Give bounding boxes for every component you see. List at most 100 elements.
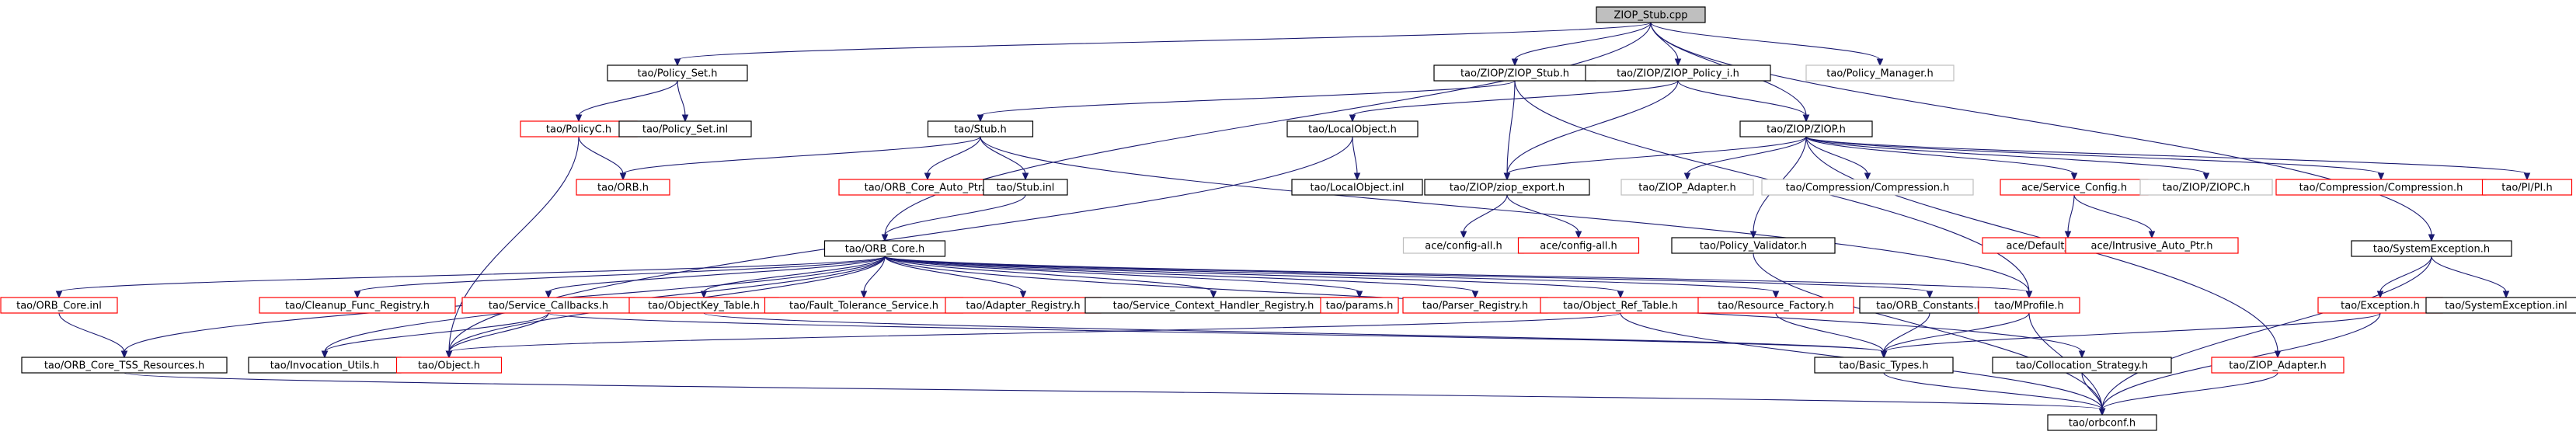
node-label: tao/Compression/Compression.h [2299, 183, 2463, 194]
node-policy-manager-h[interactable]: tao/Policy_Manager.h [1805, 64, 1955, 82]
node-localobject-inl[interactable]: tao/LocalObject.inl [1291, 179, 1423, 196]
node-stub-h[interactable]: tao/Stub.h [927, 120, 1034, 137]
edge-ziop_h-to-pi_h [1805, 136, 2531, 181]
edge-object_ref_table_h-to-object_h [445, 312, 1621, 359]
edge-service_callbacks_h-to-invocation_utils_h [321, 312, 549, 359]
node-objectkey-table-h[interactable]: tao/ObjectKey_Table.h [628, 297, 779, 314]
node-stub-cpp[interactable]: ZIOP_Stub.cpp [1596, 6, 1706, 23]
node-ziop-export-h[interactable]: tao/ZIOP/ziop_export.h [1424, 179, 1590, 196]
nodes-layer: ZIOP_Stub.cpp tao/Policy_Set.h tao/PolicyC… [0, 6, 2576, 431]
node-label: tao/Adapter_Registry.h [966, 301, 1080, 312]
node-system-exception-inl[interactable]: tao/SystemException.inl [2425, 297, 2576, 314]
arrowhead-icon [2070, 172, 2078, 181]
node-orb-h[interactable]: tao/ORB.h [576, 179, 670, 196]
node-intrusive-auto-ptr-h[interactable]: ace/Intrusive_Auto_Ptr.h [2065, 237, 2239, 254]
node-policy-set-inl[interactable]: tao/Policy_Set.inl [618, 120, 752, 137]
node-stub-inl[interactable]: tao/Stub.inl [983, 179, 1068, 196]
node-ziop-h[interactable]: tao/ZIOP/ZIOP.h [1739, 120, 1873, 137]
edge-ziop_h-to-ziop_adapter_h_gray [1683, 136, 1807, 181]
node-label: tao/ZIOP/ZIOP.h [1767, 124, 1846, 136]
edge-ziop_stub_h-to-stub_h [976, 80, 1516, 123]
node-parser-registry-h[interactable]: tao/Parser_Registry.h [1402, 297, 1548, 314]
node-policy-set-h[interactable]: tao/Policy_Set.h [607, 64, 748, 82]
node-label: tao/Service_Context_Handler_Registry.h [1113, 301, 1314, 312]
node-service-context-handler-registry-h[interactable]: tao/Service_Context_Handler_Registry.h [1084, 297, 1342, 314]
node-policy-validator-h[interactable]: tao/Policy_Validator.h [1671, 237, 1836, 254]
arrowhead-icon [1210, 291, 1217, 299]
node-config-all-red[interactable]: ace/config-all.h [1517, 237, 1640, 254]
node-basic-types-h[interactable]: tao/Basic_Types.h [1814, 357, 1954, 374]
arrowhead-icon [1674, 58, 1682, 67]
node-label: tao/ORB_Core.inl [16, 301, 102, 312]
node-label: tao/LocalObject.h [1308, 124, 1397, 136]
arrowhead-icon [1575, 231, 1582, 239]
node-ziop-stub-h[interactable]: tao/ZIOP/ZIOP_Stub.h [1433, 64, 1596, 82]
node-service-config-h[interactable]: ace/Service_Config.h [2000, 179, 2149, 196]
node-label: tao/Basic_Types.h [1839, 360, 1928, 372]
edge-system_exception_h-to-exception_h [2376, 256, 2432, 299]
node-config-all-gray[interactable]: ace/config-all.h [1402, 237, 1525, 254]
edge-ziop_export_h-to-config_all_red [1506, 194, 1582, 239]
node-orb-core-auto-ptr-h[interactable]: tao/ORB_Core_Auto_Ptr.h [838, 179, 1017, 196]
node-mprofile-h[interactable]: tao/MProfile.h [1978, 297, 2080, 314]
edge-stub_h-to-orb_core_auto_ptr_h [924, 136, 981, 181]
edge-ziop_h-to-ziopc_h [1805, 136, 2210, 181]
node-adapter-registry-h[interactable]: tao/Adapter_Registry.h [945, 297, 1102, 314]
node-collocation-strategy-h[interactable]: tao/Collocation_Strategy.h [1992, 357, 2172, 374]
node-service-callbacks-h[interactable]: tao/Service_Callbacks.h [461, 297, 635, 314]
edge-orb_core_inl-to-orb_core_tss_resources_h [58, 312, 128, 359]
node-params-h[interactable]: tao/params.h [1320, 297, 1399, 314]
node-label: ZIOP_Stub.cpp [1614, 10, 1688, 22]
edge-stub_cpp-to-policy_set_h [674, 22, 1652, 67]
node-pi-h[interactable]: tao/PI/PI.h [2481, 179, 2573, 196]
arrowhead-icon [2148, 231, 2156, 239]
node-orbconf-h[interactable]: tao/orbconf.h [2047, 414, 2157, 431]
node-box [1585, 64, 1771, 82]
arrowhead-icon [681, 114, 689, 123]
node-ziopc-h[interactable]: tao/ZIOP/ZIOPC.h [2139, 179, 2273, 196]
node-ziop-adapter-h-red[interactable]: tao/ZIOP_Adapter.h [2211, 357, 2345, 374]
node-invocation-utils-h[interactable]: tao/Invocation_Utils.h [248, 357, 402, 374]
edge-orb_core_tss_resources_h-to-orbconf_h [124, 372, 2106, 416]
node-box [1761, 179, 1974, 196]
node-localobject-h[interactable]: tao/LocalObject.h [1286, 120, 1419, 137]
node-box [0, 297, 118, 314]
node-box [1978, 297, 2080, 314]
arrowhead-icon [445, 350, 453, 359]
node-label: tao/Parser_Registry.h [1422, 301, 1528, 312]
node-orb-core-tss-resources-h[interactable]: tao/ORB_Core_TSS_Resources.h [21, 357, 228, 374]
arrowhead-icon [674, 58, 681, 67]
node-label: tao/Resource_Factory.h [1718, 301, 1834, 312]
edge-orb_core_h-to-params_h [884, 256, 1363, 299]
node-object-h[interactable]: tao/Object.h [395, 357, 503, 374]
node-label: tao/MProfile.h [1994, 301, 2063, 312]
node-compression-red[interactable]: tao/Compression/Compression.h [2275, 179, 2487, 196]
arrowhead-icon [2502, 291, 2510, 299]
arrowhead-icon [1864, 172, 1871, 181]
edge-policy_validator_h-to-orbconf_h [1753, 252, 2106, 416]
edge-localobject_h-to-localobject_inl [1352, 136, 1361, 181]
node-orb-constants-h[interactable]: tao/ORB_Constants.h [1859, 297, 2000, 314]
node-object-ref-table-h[interactable]: tao/Object_Ref_Table.h [1540, 297, 1701, 314]
node-orb-core-inl[interactable]: tao/ORB_Core.inl [0, 297, 118, 314]
node-fault-tolerance-service-h[interactable]: tao/Fault_Tolerance_Service.h [764, 297, 964, 314]
arrowhead-icon [1353, 172, 1361, 181]
node-box [395, 357, 503, 374]
node-compression-gray[interactable]: tao/Compression/Compression.h [1761, 179, 1974, 196]
node-policyc-h[interactable]: tao/PolicyC.h [520, 120, 638, 137]
edge-policyc_h-to-orb_h [578, 136, 627, 181]
node-exception-h[interactable]: tao/Exception.h [2317, 297, 2443, 314]
node-ziop-policy-i-h[interactable]: tao/ZIOP/ZIOP_Policy_i.h [1585, 64, 1771, 82]
node-cleanup-func-registry-h[interactable]: tao/Cleanup_Func_Registry.h [259, 297, 456, 314]
edges-layer [55, 22, 2531, 416]
node-orb-core-h[interactable]: tao/ORB_Core.h [823, 240, 946, 257]
edge-ziop_stub_h-to-ziop_export_h [1503, 80, 1516, 181]
edge-policy_set_h-to-policy_set_inl [677, 80, 689, 123]
arrowhead-icon [1471, 291, 1479, 299]
node-box [1620, 179, 1754, 196]
edge-orb_core_h-to-object_ref_table_h [884, 256, 1624, 299]
node-ziop-adapter-h-gray[interactable]: tao/ZIOP_Adapter.h [1620, 179, 1754, 196]
node-system-exception-h[interactable]: tao/SystemException.h [2351, 240, 2512, 257]
node-resource-factory-h[interactable]: tao/Resource_Factory.h [1697, 297, 1854, 314]
